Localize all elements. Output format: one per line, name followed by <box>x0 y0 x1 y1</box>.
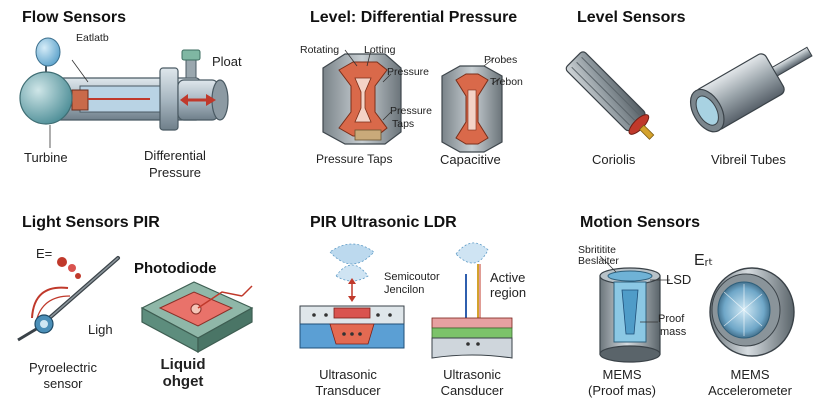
motion-label-proof-mas: (Proof mas) <box>588 383 656 398</box>
light-callout-e: E= <box>36 246 53 261</box>
light-label-liquid: Liquid <box>160 356 206 373</box>
light-label-sensor: sensor <box>43 376 83 391</box>
pir-label-cansducer: Cansducer <box>440 383 504 398</box>
pir-label-ultrasonic-2: Ultrasonic <box>443 367 501 382</box>
turbine-flow-sensor-illustration <box>19 37 229 148</box>
mems-accelerometer-illustration <box>709 267 795 357</box>
pir-title: PIR Ultrasonic LDR <box>310 214 457 231</box>
motion-callout-beslaiter: Beslaiter <box>578 255 619 267</box>
level-label-coriolis: Coriolis <box>592 152 636 167</box>
dp-callout-pressure-2: Pressure <box>390 105 433 117</box>
motion-callout-sbrititite: Sbrititite <box>578 244 616 256</box>
motion-callout-proof: Proof <box>658 313 685 325</box>
light-callout-photodiode: Photodiode <box>134 260 217 277</box>
dp-callout-rotating: Rotating <box>300 44 340 56</box>
coriolis-illustration <box>565 51 655 140</box>
pressure-taps-illustration <box>322 49 402 145</box>
pir-label-ultrasonic-1: Ultrasonic <box>319 367 377 382</box>
vibrating-tube-illustration <box>689 46 813 133</box>
level-dp-title: Level: Differential Pressure <box>310 9 518 26</box>
light-label-ohget: ohget <box>162 373 204 390</box>
light-callout-ligh: Ligh <box>88 322 113 337</box>
flow-label-turbine: Turbine <box>24 150 68 165</box>
dp-callout-taps: Taps <box>392 118 415 130</box>
dp-callout-trebon: Trebon <box>490 76 523 88</box>
light-label-pyroelectric: Pyroelectric <box>29 360 97 375</box>
capacitive-level-illustration <box>441 57 503 153</box>
level-sensors-title: Level Sensors <box>577 9 686 26</box>
dp-callout-lotting: Lotting <box>364 44 396 56</box>
flow-callout-ploat: Ploat <box>212 54 242 69</box>
dp-label-pressure-taps: Pressure Taps <box>316 152 393 166</box>
flow-label-differential: Differential <box>144 148 206 163</box>
ultrasonic-cansducer-illustration <box>431 242 513 359</box>
ultrasonic-transducer-illustration <box>299 243 405 349</box>
motion-label-accelerometer: Accelerometer <box>708 383 792 398</box>
motion-label-mems-1: MEMS <box>602 367 642 382</box>
photodiode-illustration <box>140 281 254 354</box>
dp-callout-pressure: Pressure <box>387 66 430 78</box>
pir-callout-active: Active <box>490 270 526 285</box>
dp-callout-probes: Probes <box>484 54 518 66</box>
flow-label-pressure: Pressure <box>148 165 202 180</box>
motion-sensors-title: Motion Sensors <box>580 214 701 231</box>
flow-callout-eatlatb: Eatlatb <box>76 32 109 44</box>
pir-label-transducer: Transducer <box>315 383 381 398</box>
pyroelectric-sensor-illustration <box>17 256 120 342</box>
light-sensors-title: Light Sensors PIR <box>22 214 160 231</box>
pir-callout-semicoutor: Semicoutor <box>384 271 440 283</box>
motion-label-mems-2: MEMS <box>730 367 770 382</box>
level-label-vibreil-tubes: Vibreil Tubes <box>711 152 786 167</box>
dp-label-capacitive: Capacitive <box>440 152 501 167</box>
mems-proof-mass-illustration <box>599 255 670 363</box>
flow-sensors-title: Flow Sensors <box>22 9 127 26</box>
pir-callout-region: region <box>490 285 527 300</box>
pir-callout-jencilon: Jencilon <box>384 284 425 296</box>
motion-callout-lsd: LSD <box>666 272 692 287</box>
motion-callout-mass: mass <box>660 326 687 338</box>
motion-callout-e: Eᵣₜ <box>694 252 714 269</box>
